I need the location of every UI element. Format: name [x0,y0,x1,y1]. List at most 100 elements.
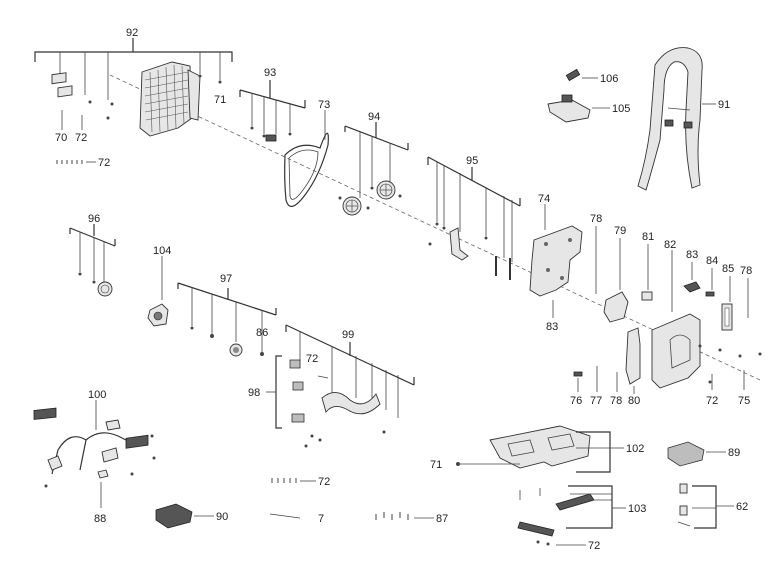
callout-72: 72 [706,395,718,407]
support-frame-part [57,432,135,451]
callout-94: 94 [368,111,380,123]
part-group-102: 71 102 [430,425,644,473]
base-tray-part [489,425,591,469]
side-housing-part [651,313,701,389]
callout-82: 82 [664,239,676,251]
callout-93: 93 [264,67,276,79]
callout-77: 77 [590,395,602,407]
callout-84: 84 [706,255,718,267]
callout-72: 72 [588,540,600,552]
screw-row-part [56,160,83,164]
part-group-96: 72 96 [69,213,116,297]
callout-85: 85 [722,263,734,275]
spring-part [705,291,715,297]
callout-7: 7 [318,513,324,525]
clip-part [641,291,653,301]
shoulder-harness-part [637,47,703,191]
callout-76: 76 [570,395,582,407]
part-group-91: 91 [637,47,730,191]
callout-81: 81 [642,231,654,243]
callout-89: 89 [728,447,740,459]
callout-78: 78 [740,265,752,277]
handle-grip-part [33,407,57,420]
callout-71: 71 [214,94,226,106]
callout-99: 99 [342,329,354,341]
callout-106: 106 [600,73,618,85]
part-group-97: 97 86 [177,273,277,357]
part-group-103: 103 72 [517,485,646,552]
part-group-94: 94 [338,111,409,216]
bracket-part [265,134,277,142]
callout-78: 78 [590,213,602,225]
callout-105: 105 [612,103,630,115]
clip-part [679,505,688,516]
part-group-92: 92 71 70 72 72 [34,27,233,169]
callout-79: 79 [614,225,626,237]
part-group-105-106: 106 105 [547,68,630,123]
callout-80: 80 [628,395,640,407]
callout-73: 73 [318,99,330,111]
latch-bracket-part [449,227,469,261]
callout-86: 86 [256,327,268,339]
callout-98: 98 [248,387,260,399]
main-housing-plate-part [529,225,583,297]
callout-78: 78 [610,395,622,407]
part-group-95: 95 [427,155,521,280]
part-group-93: 93 [239,67,306,142]
callout-72: 72 [306,353,318,365]
callout-88: 88 [94,513,106,525]
pin-part [269,513,301,519]
wheel-part [97,281,113,297]
terminal-part [573,371,583,377]
callout-103: 103 [628,503,646,515]
callout-91: 91 [718,99,730,111]
callout-87: 87 [436,513,448,525]
callout-90: 90 [216,511,228,523]
battery-cover-part [667,441,705,467]
label-plate-part [51,72,67,85]
callout-72: 72 [318,476,330,488]
part-group-housing-fasteners: 76 77 78 72 75 [570,366,750,407]
clip-part [679,483,688,494]
callout-95: 95 [466,155,478,167]
latch-part [683,281,701,293]
callout-75: 75 [738,395,750,407]
latch-lever-part [517,521,555,537]
callout-74: 74 [538,193,550,205]
connector-part [292,381,304,391]
callout-83: 83 [686,249,698,261]
part-group-62: 62 [677,483,748,529]
part-group-bottom-misc: 72 7 87 90 [155,476,448,529]
drive-belt-part [284,132,329,207]
callout-70: 70 [55,132,67,144]
label-plate-part [57,85,73,98]
bracket-part [125,434,149,449]
connector-part [289,359,301,369]
part-group-100: 100 88 [33,389,156,525]
callout-75: 83 [546,321,558,333]
latch-lever-part [555,493,595,511]
wheel-part [342,196,362,216]
handle-cap-part [155,503,193,529]
back-frame-part [139,61,201,137]
part-group-73: 73 [284,99,330,207]
callout-72: 72 [98,157,110,169]
part-group-99: 99 72 98 [248,324,415,448]
callout-100: 100 [88,389,106,401]
part-group-right-housing: 78 79 81 82 83 83 84 85 78 80 [590,213,762,407]
switch-housing-part [547,99,591,123]
wiring-harness-part [321,392,381,415]
callout-92: 92 [126,27,138,39]
callout-96: 96 [88,213,100,225]
callout-104: 104 [153,245,171,257]
pulley-part [229,343,243,357]
callout-72: 72 [75,132,87,144]
assembly-axis [109,74,761,381]
front-housing-part [625,327,641,385]
callout-71: 71 [430,459,442,471]
connector-part [291,413,305,423]
callout-97: 97 [220,273,232,285]
callout-62: 62 [736,501,748,513]
part-group-104: 104 [147,245,171,327]
